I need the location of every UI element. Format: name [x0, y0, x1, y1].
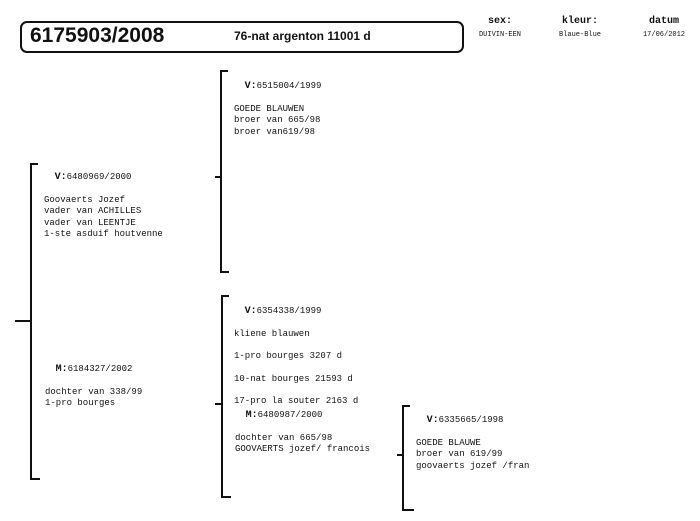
- sire-bracket-bottom: [220, 271, 229, 273]
- color-field: kleur:Blaue-Blue: [558, 16, 601, 39]
- sire-bracket-top: [220, 70, 228, 72]
- race-result: 76-nat argenton 11001 d: [234, 29, 371, 43]
- root-tick: [15, 320, 31, 322]
- dam-bracket-bottom: [221, 496, 231, 498]
- header-box: 6175903/2008 76-nat argenton 11001 d: [20, 21, 464, 53]
- sire-tick: [215, 176, 222, 178]
- dam-bracket-top: [221, 295, 229, 297]
- dam-dam-bracket: [402, 405, 404, 511]
- dam-dam-bracket-bottom: [402, 509, 414, 511]
- root-bracket-top: [30, 163, 38, 165]
- sire-bracket: [220, 70, 222, 273]
- sex-field: sex:DUIVIN-EEN: [478, 16, 521, 39]
- dam-dam-bracket-top: [402, 405, 410, 407]
- root-bracket: [30, 163, 32, 480]
- dam-bracket: [221, 295, 223, 498]
- dam-dam-tick: [397, 454, 403, 456]
- ring-number: 6175903/2008: [30, 24, 165, 47]
- dam-tick: [215, 403, 222, 405]
- root-bracket-bottom: [30, 478, 40, 480]
